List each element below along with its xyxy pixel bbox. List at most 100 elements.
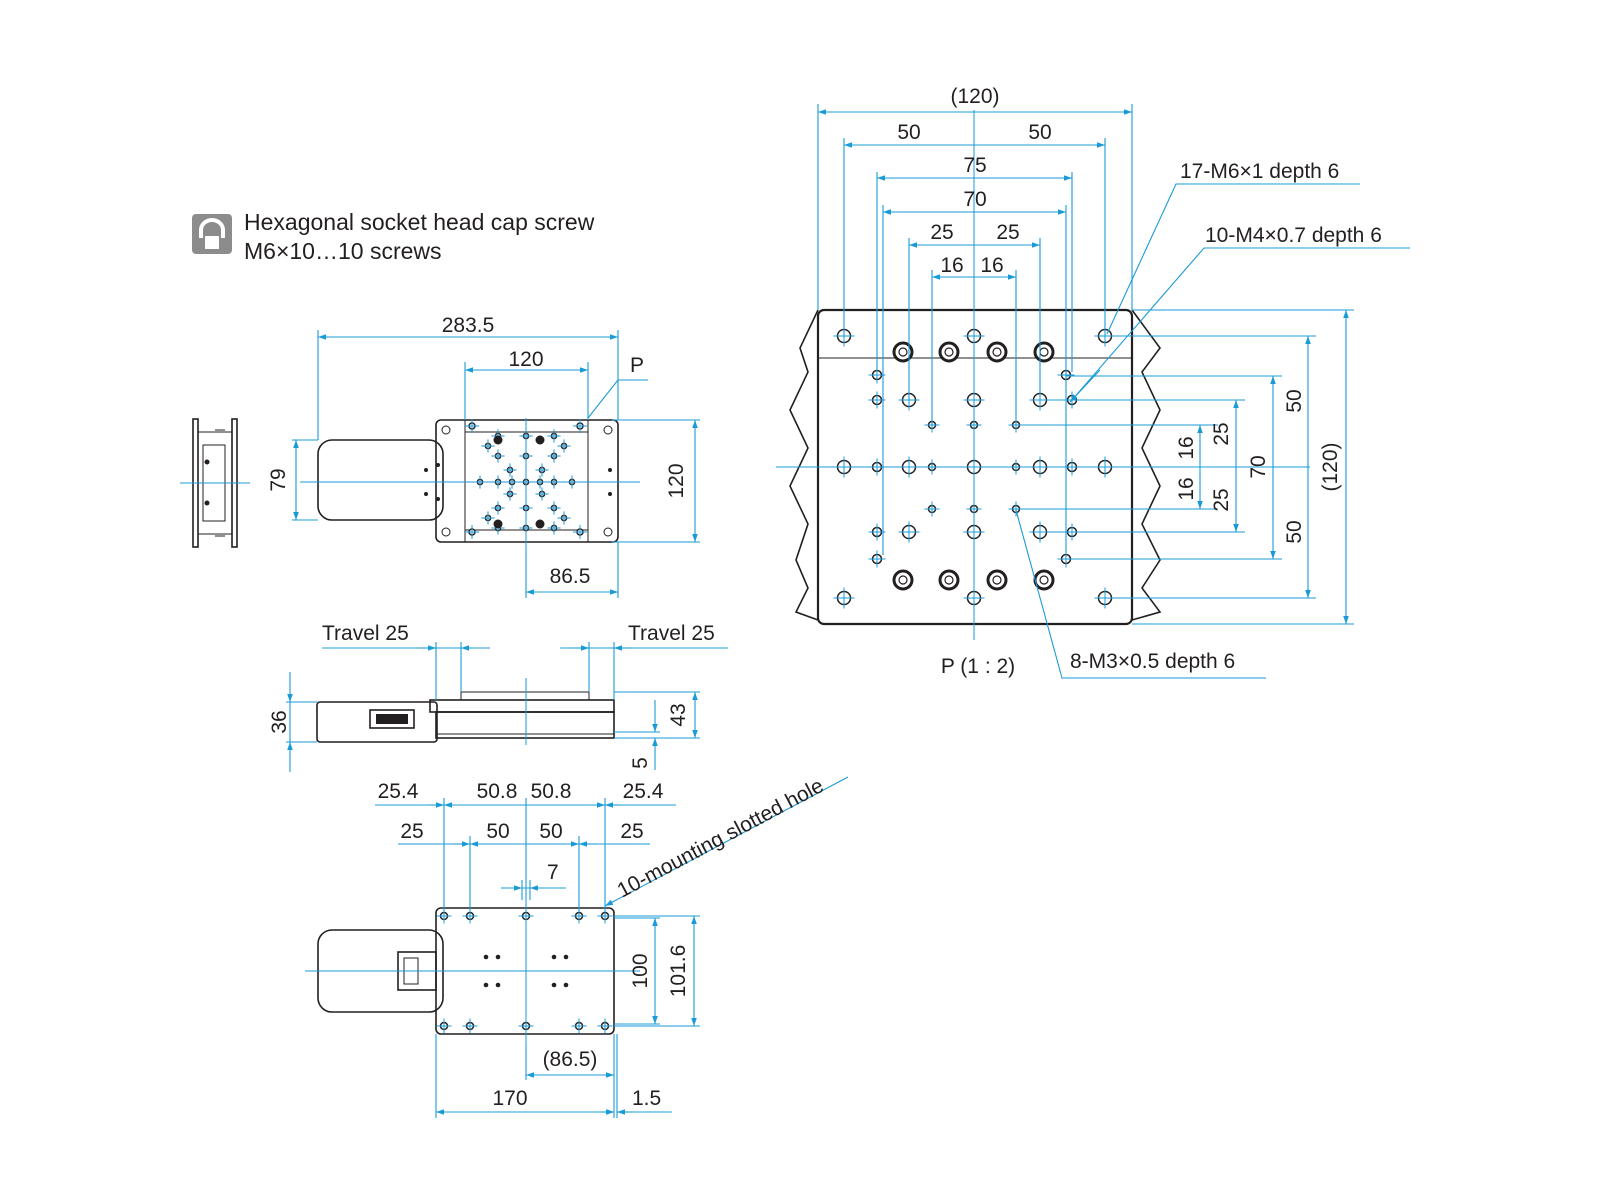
dim-25-top-left: 25: [930, 221, 953, 244]
end-view: [180, 418, 250, 548]
bottom-dot: [483, 954, 489, 960]
counterbore-hole: [535, 435, 545, 445]
dim-50-top-right: 50: [1028, 121, 1051, 144]
mounting-slot: [571, 1018, 587, 1034]
dim-25-top-right: 25: [996, 221, 1019, 244]
dim-70: 70: [963, 188, 986, 211]
corner-hole: [573, 525, 587, 539]
table-hole: [503, 487, 517, 501]
table-hole: [491, 449, 505, 463]
dim-50-left: 50: [486, 820, 509, 843]
counterbore-hole: [1033, 569, 1055, 591]
dim-70-v: 70: [1247, 455, 1270, 478]
legend-line-1: Hexagonal socket head cap screw: [244, 209, 595, 235]
legend-line-2: M6×10…10 screws: [244, 238, 442, 264]
table-hole: [547, 449, 561, 463]
dim-25-4-left: 25.4: [378, 780, 419, 803]
bottom-dot: [495, 982, 501, 988]
dim-120-right: 120: [665, 463, 688, 498]
table-hole: [547, 501, 561, 515]
table-hole: [535, 487, 549, 501]
m3-tap-hole: [1008, 501, 1024, 517]
corner-hole: [573, 419, 587, 433]
table-hole: [557, 439, 571, 453]
bottom-dot: [551, 982, 557, 988]
dim-16-top-right: 16: [980, 254, 1003, 277]
dim-120-paren-top: (120): [950, 85, 999, 108]
counterbore-hole: [986, 569, 1008, 591]
bottom-dot: [563, 982, 569, 988]
bottom-dot: [483, 982, 489, 988]
dim-25-4-right: 25.4: [623, 780, 664, 803]
dim-5: 5: [629, 757, 652, 769]
dim-50-v-bottom: 50: [1283, 520, 1306, 543]
dim-25-v-bottom: 25: [1210, 488, 1233, 511]
bottom-dot: [563, 954, 569, 960]
mounting-slot: [436, 1018, 452, 1034]
table-hole: [491, 501, 505, 515]
dim-16-v-bottom: 16: [1175, 477, 1198, 500]
legend: Hexagonal socket head cap screw M6×10…10…: [192, 209, 595, 264]
table-hole: [557, 511, 571, 525]
dim-25-left: 25: [400, 820, 423, 843]
dim-75: 75: [963, 154, 986, 177]
dim-36: 36: [268, 710, 291, 733]
table-hole: [481, 511, 495, 525]
top-view: [300, 418, 640, 548]
detail-view: [776, 110, 1310, 640]
note-m6: 17-M6×1 depth 6: [1180, 160, 1339, 183]
dim-101-6: 101.6: [667, 945, 690, 998]
counterbore-hole: [892, 569, 914, 591]
top-view-dimensions: 283.5 120 79 120 86.5 P: [267, 314, 700, 598]
counterbore-hole: [938, 569, 960, 591]
table-hole: [547, 429, 561, 443]
dim-50-8-left: 50.8: [477, 780, 518, 803]
dim-50-top-left: 50: [897, 121, 920, 144]
m4-tap-hole: [868, 550, 886, 568]
dim-120-paren-v: (120): [1319, 442, 1342, 491]
dim-16-top-left: 16: [940, 254, 963, 277]
dim-86-5-paren: (86.5): [543, 1048, 598, 1071]
travel-right: Travel 25: [628, 622, 715, 645]
dim-100: 100: [629, 953, 652, 988]
table-hole: [503, 463, 517, 477]
note-m4: 10-M4×0.7 depth 6: [1205, 224, 1382, 247]
dim-86-5: 86.5: [550, 565, 591, 588]
counterbore-hole: [892, 341, 914, 363]
dim-170: 170: [492, 1087, 527, 1110]
mounting-slot: [597, 1018, 613, 1034]
counterbore-hole: [938, 341, 960, 363]
dim-50-right: 50: [539, 820, 562, 843]
detail-tag-p: P: [630, 354, 644, 377]
bottom-dot: [495, 954, 501, 960]
counterbore-hole: [1033, 341, 1055, 363]
note-m3: 8-M3×0.5 depth 6: [1070, 650, 1235, 673]
detail-caption: P (1 : 2): [941, 655, 1015, 678]
bottom-view-dimensions: 25.4 50.8 50.8 25.4 25 50 50 25 7 10-mou…: [375, 774, 849, 1118]
dim-79: 79: [267, 468, 290, 491]
travel-left: Travel 25: [322, 622, 409, 645]
counterbore-hole: [535, 519, 545, 529]
corner-hole: [465, 525, 479, 539]
dim-120-top: 120: [508, 348, 543, 371]
side-view: [316, 678, 615, 745]
dim-16-v-top: 16: [1175, 436, 1198, 459]
dim-50-v-top: 50: [1283, 389, 1306, 412]
dim-25-right: 25: [620, 820, 643, 843]
m3-tap-hole: [924, 501, 940, 517]
side-view-dimensions: Travel 25 Travel 25 36 43 5: [268, 622, 728, 772]
m6-tap-hole: [898, 521, 920, 543]
corner-hole: [465, 419, 479, 433]
bottom-dot: [551, 954, 557, 960]
table-hole: [481, 439, 495, 453]
table-hole: [547, 521, 561, 535]
table-hole: [535, 463, 549, 477]
detail-view-dimensions: (120) 50 50 75 70 25 25 16 16 17-M6×1 de…: [817, 85, 1410, 679]
dim-50-8-right: 50.8: [531, 780, 572, 803]
m4-tap-hole: [868, 523, 886, 541]
dim-7: 7: [547, 861, 559, 884]
dim-283-5: 283.5: [442, 314, 495, 337]
dim-1-5: 1.5: [632, 1087, 661, 1110]
counterbore-hole: [493, 519, 503, 529]
